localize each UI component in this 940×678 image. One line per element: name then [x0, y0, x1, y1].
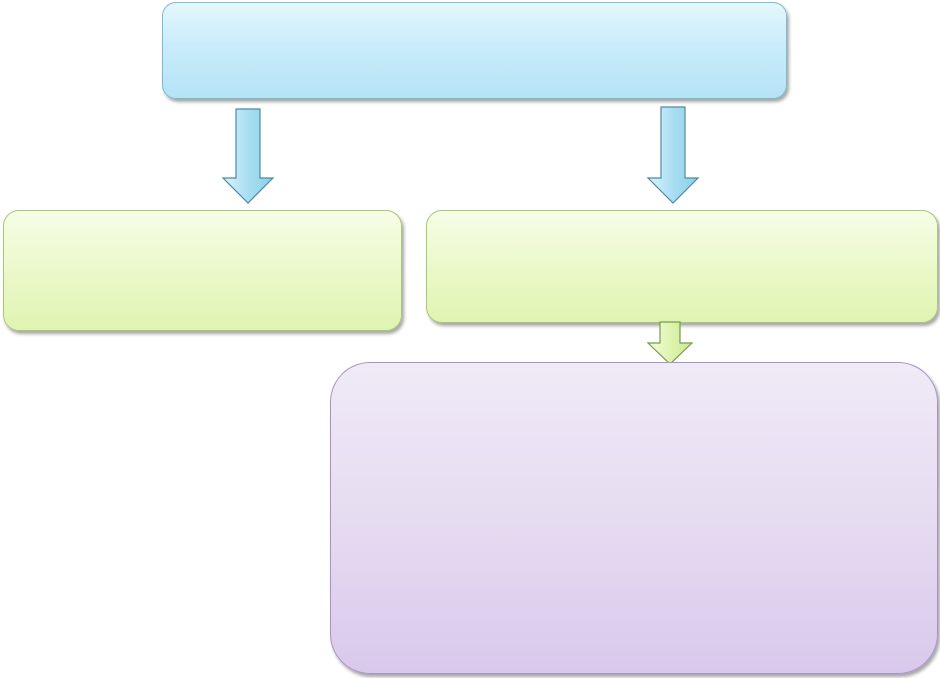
right-node: [426, 210, 938, 323]
arrow-top-to-left: [221, 108, 275, 204]
arrow-top-to-right: [646, 106, 700, 204]
bottom-node: [330, 362, 938, 674]
arrow-right-to-bottom: [646, 321, 694, 365]
top-node: [162, 2, 787, 99]
left-node: [3, 210, 402, 331]
